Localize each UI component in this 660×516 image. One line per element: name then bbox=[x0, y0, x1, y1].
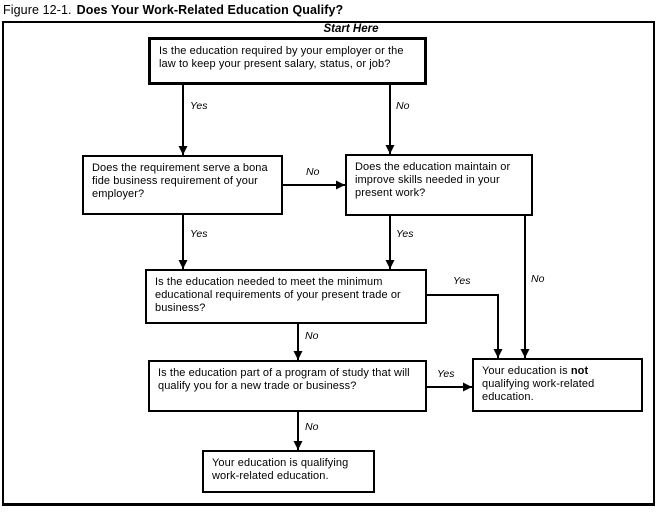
edge-label-minimum-yes: Yes bbox=[453, 275, 471, 287]
flowchart-border bbox=[2, 21, 655, 506]
edge-minimum-yes bbox=[427, 294, 499, 358]
figure-title: Figure 12-1. Does Your Work-Related Educa… bbox=[3, 3, 343, 17]
arrowhead-bona-fide-no bbox=[336, 180, 345, 190]
edge-label-new-trade-yes: Yes bbox=[437, 368, 455, 380]
arrowhead-required-yes bbox=[178, 146, 188, 155]
edge-label-required-yes: Yes bbox=[190, 100, 208, 112]
start-here-label: Start Here bbox=[323, 23, 379, 35]
arrowhead-bona-fide-yes bbox=[178, 260, 188, 269]
edge-label-bona-fide-no: No bbox=[306, 166, 320, 178]
arrowhead-new-trade-yes bbox=[463, 382, 472, 392]
edge-label-new-trade-no: No bbox=[305, 421, 319, 433]
edge-label-skills-no: No bbox=[531, 273, 545, 285]
figure-caption: Does Your Work-Related Education Qualify… bbox=[76, 3, 344, 17]
arrowhead-minimum-no bbox=[293, 351, 303, 360]
edge-label-minimum-no: No bbox=[305, 330, 319, 342]
arrowhead-required-no bbox=[385, 145, 395, 154]
edge-label-bona-fide-yes: Yes bbox=[190, 228, 208, 240]
arrowhead-skills-no bbox=[520, 349, 530, 358]
arrowhead-skills-yes bbox=[385, 260, 395, 269]
arrowhead-minimum-yes bbox=[493, 349, 503, 358]
figure-number: Figure 12-1. bbox=[3, 3, 72, 17]
edge-label-required-no: No bbox=[396, 100, 410, 112]
arrowhead-new-trade-no bbox=[293, 441, 303, 450]
edge-label-skills-yes: Yes bbox=[396, 228, 414, 240]
